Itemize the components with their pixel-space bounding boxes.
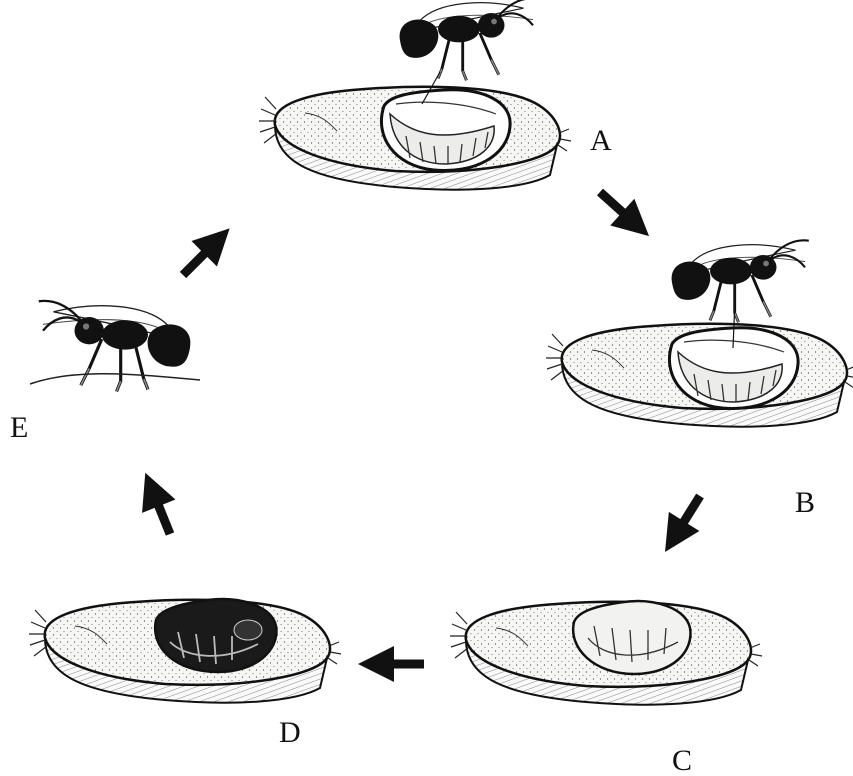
arrow-c-to-d: [358, 646, 424, 682]
larva-a: [381, 90, 510, 171]
arrow-e-to-a: [170, 216, 242, 288]
label-e: E: [10, 411, 28, 444]
wasp-b-ovipositing: [672, 240, 809, 322]
pupa-d-dark: [155, 599, 276, 672]
stage-d: D: [29, 599, 341, 749]
arrow-d-to-e: [129, 466, 187, 541]
stage-e: E: [10, 301, 200, 444]
label-a: A: [590, 124, 612, 157]
stage-b: B: [546, 240, 853, 519]
arrow-b-to-c: [650, 486, 716, 561]
label-b: B: [795, 486, 815, 519]
adult-wasp-e: [39, 301, 191, 392]
twig-e: [30, 374, 200, 384]
stage-c: C: [450, 601, 762, 776]
stage-a: A: [259, 0, 612, 190]
label-d: D: [279, 716, 301, 749]
arrow-a-to-b: [588, 179, 661, 250]
wasp-a-ovipositing: [400, 0, 537, 80]
label-c: C: [672, 744, 692, 776]
